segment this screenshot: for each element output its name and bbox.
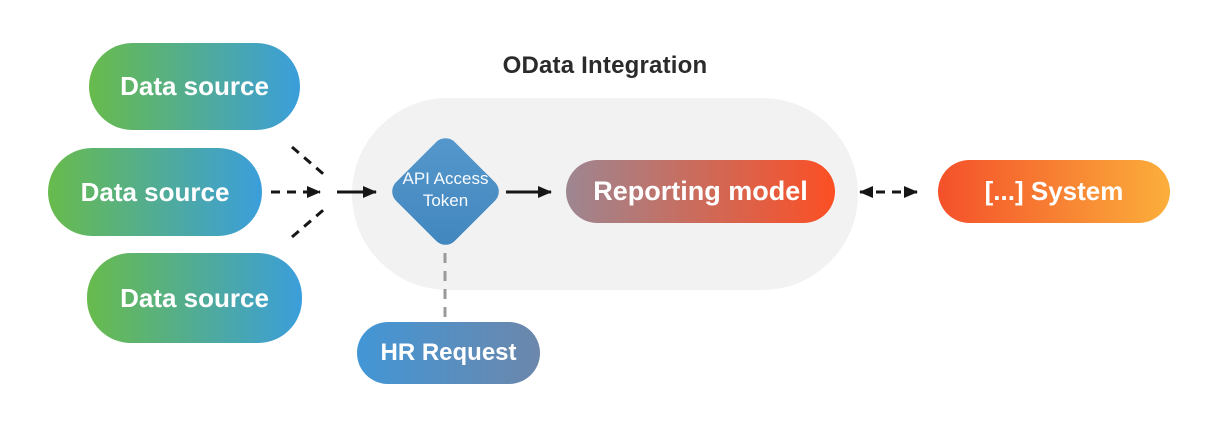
- external-system-node: [...] System: [938, 160, 1170, 223]
- data-source-label: Data source: [80, 176, 230, 207]
- odata-integration-title: OData Integration: [502, 52, 708, 79]
- reporting-model-node: Reporting model: [566, 160, 835, 223]
- data-source-node-1: Data source: [89, 43, 300, 130]
- external-system-label: [...] System: [984, 176, 1124, 206]
- data-source-label: Data source: [120, 282, 269, 313]
- edge-datasource3-merge: [291, 204, 329, 239]
- data-source-node-3: Data source: [87, 253, 302, 343]
- data-source-label: Data source: [120, 71, 269, 101]
- reporting-model-label: Reporting model: [593, 176, 808, 206]
- edge-datasource1-merge: [291, 145, 329, 180]
- api-access-token-label-line2: Token: [422, 191, 469, 210]
- data-source-node-2: Data source: [48, 148, 262, 236]
- hr-request-label: HR Request: [380, 339, 517, 366]
- api-access-token-label-line1: API Access: [402, 169, 489, 188]
- hr-request-node: HR Request: [357, 322, 540, 384]
- api-access-token-label: API Access Token: [387, 168, 504, 212]
